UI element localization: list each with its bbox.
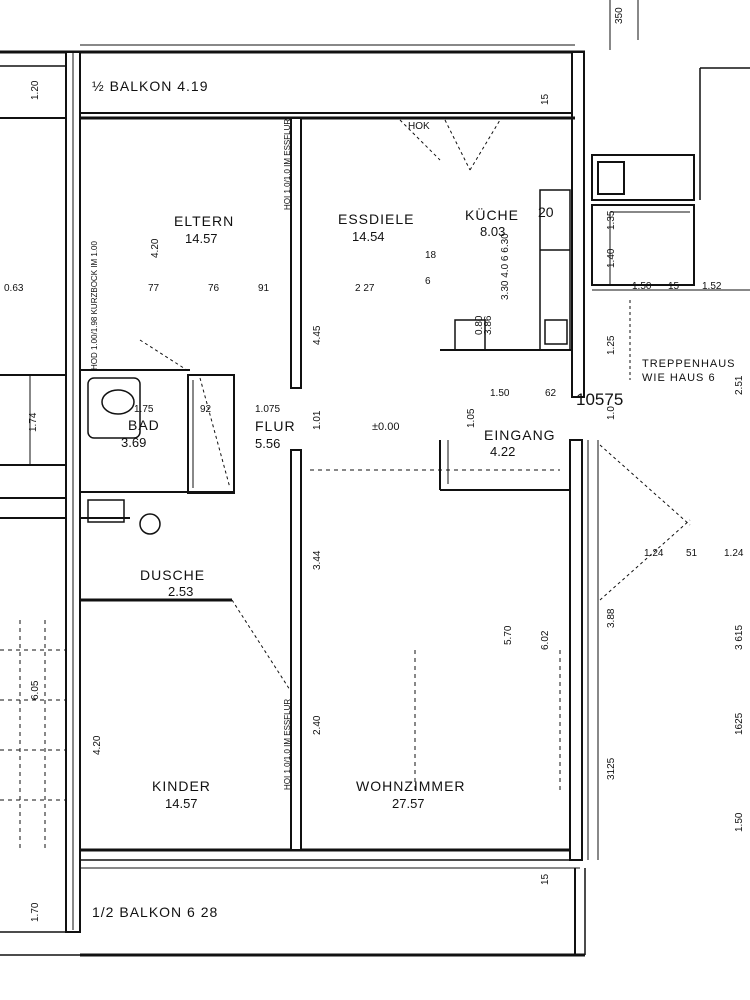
room-wohnzimmer-area: 27.57: [392, 796, 425, 811]
dim-150-right: 1.50: [734, 812, 745, 832]
dim-251: 2.51: [734, 375, 745, 395]
stair-line2: WIE HAUS 6: [642, 372, 716, 384]
dim-3125: 3125: [606, 757, 617, 780]
dim-135: 1.35: [606, 210, 617, 230]
entry-level: 10575: [576, 390, 624, 409]
dim-51: 51: [686, 548, 698, 559]
room-kueche-name: KÜCHE: [465, 207, 520, 223]
dim-10: 1.0: [606, 406, 617, 420]
room-eltern-name: ELTERN: [174, 213, 235, 229]
dim-92: 92: [200, 404, 212, 415]
door-note-b: HOI 1.0/1.0 IM ESSFLUR: [283, 698, 292, 790]
dim-063: 0.63: [4, 283, 24, 294]
balcony-top: [0, 44, 585, 119]
room-eingang-area: 4.22: [490, 444, 516, 459]
dim-15-top: 15: [540, 93, 551, 105]
dim-125: 1.25: [606, 335, 617, 355]
dim-344: 3.44: [312, 550, 323, 570]
room-bad-area: 3.69: [121, 435, 147, 450]
dim-420-bottom: 4.20: [92, 735, 103, 755]
room-eltern-area: 14.57: [185, 231, 218, 246]
room-kinder-name: KINDER: [152, 778, 211, 794]
exterior-walls: [65, 51, 599, 933]
dim-62: 62: [545, 388, 557, 399]
dim-124-a: 1.24: [644, 548, 664, 559]
dim-570: 5.70: [503, 625, 514, 645]
dim-15-mid: 15: [668, 281, 680, 292]
dim-140: 1.40: [606, 248, 617, 268]
dim-152: 1.52: [702, 281, 722, 292]
dim-227: 2 27: [355, 283, 375, 294]
bath-fixtures: [87, 377, 161, 535]
stair-house: [591, 67, 750, 380]
room-kinder-area: 14.57: [165, 796, 198, 811]
dim-6: 6: [425, 276, 431, 287]
balcony-bottom: [0, 867, 586, 957]
dim-20c: 20: [538, 204, 554, 220]
dim-hok: HOK: [408, 121, 430, 132]
dim-91: 91: [258, 283, 270, 294]
dim-175: 1.75: [134, 404, 154, 415]
left-neighbor: [0, 374, 66, 519]
dim-420-top: 4.20: [150, 238, 161, 258]
dim-602: 6.02: [540, 630, 551, 650]
room-essdiele-name: ESSDIELE: [338, 211, 415, 227]
dim-18: 18: [425, 250, 437, 261]
room-eingang-name: EINGANG: [484, 427, 556, 443]
room-kueche-area: 8.03: [480, 224, 506, 239]
dim-77: 77: [148, 283, 160, 294]
dim-76: 76: [208, 283, 220, 294]
balcony-top-depth: 1.20: [30, 80, 41, 100]
dim-1075: 1.075: [255, 404, 281, 415]
dim-1625: 1625: [734, 712, 745, 735]
dim-605: 6.05: [30, 680, 41, 700]
dashed-hints: [0, 469, 561, 850]
room-dusche-area: 2.53: [168, 584, 194, 599]
dim-3615: 3 615: [734, 624, 745, 650]
door-swings: [139, 119, 691, 691]
dim-080: 0.80: [474, 315, 485, 335]
room-flur-area: 5.56: [255, 436, 281, 451]
kitchen-counter: [454, 189, 571, 351]
dim-240: 2.40: [312, 715, 323, 735]
room-flur-name: FLUR: [255, 418, 296, 434]
stair-line1: TREPPENHAUS: [642, 358, 736, 370]
room-dusche-name: DUSCHE: [140, 567, 206, 583]
kitchen-side-note: 3.30 4.0 6 6.30: [500, 233, 511, 300]
dim-124-b: 1.24: [724, 548, 744, 559]
balcony-bottom-label: 1/2 BALKON 6 28: [92, 904, 219, 920]
dim-445: 4.45: [312, 325, 323, 345]
dim-388: 3.88: [606, 608, 617, 628]
dim-174: 1.74: [28, 412, 39, 432]
dim-15-bottom: 15: [540, 873, 551, 885]
room-bad-name: BAD: [128, 417, 160, 433]
dim-101: 1.01: [312, 410, 323, 430]
floor-level: ±0.00: [372, 421, 400, 433]
balcony-top-label: ½ BALKON 4.19: [92, 78, 209, 94]
door-note-c: HOD 1.00/1.98 KURZBOCK IM 1.00: [90, 241, 99, 370]
room-wohnzimmer-name: WOHNZIMMER: [356, 778, 466, 794]
dim-top-right: 350: [614, 7, 625, 24]
dim-150-entry: 1.50: [490, 388, 510, 399]
room-essdiele-area: 14.54: [352, 229, 385, 244]
dim-105: 1.05: [466, 408, 477, 428]
door-note-a: HOI 1.0/1.0 IM ESSFLUR: [283, 118, 292, 210]
balcony-bottom-depth: 1.70: [30, 902, 41, 922]
dim-150: 1.50: [632, 281, 652, 292]
